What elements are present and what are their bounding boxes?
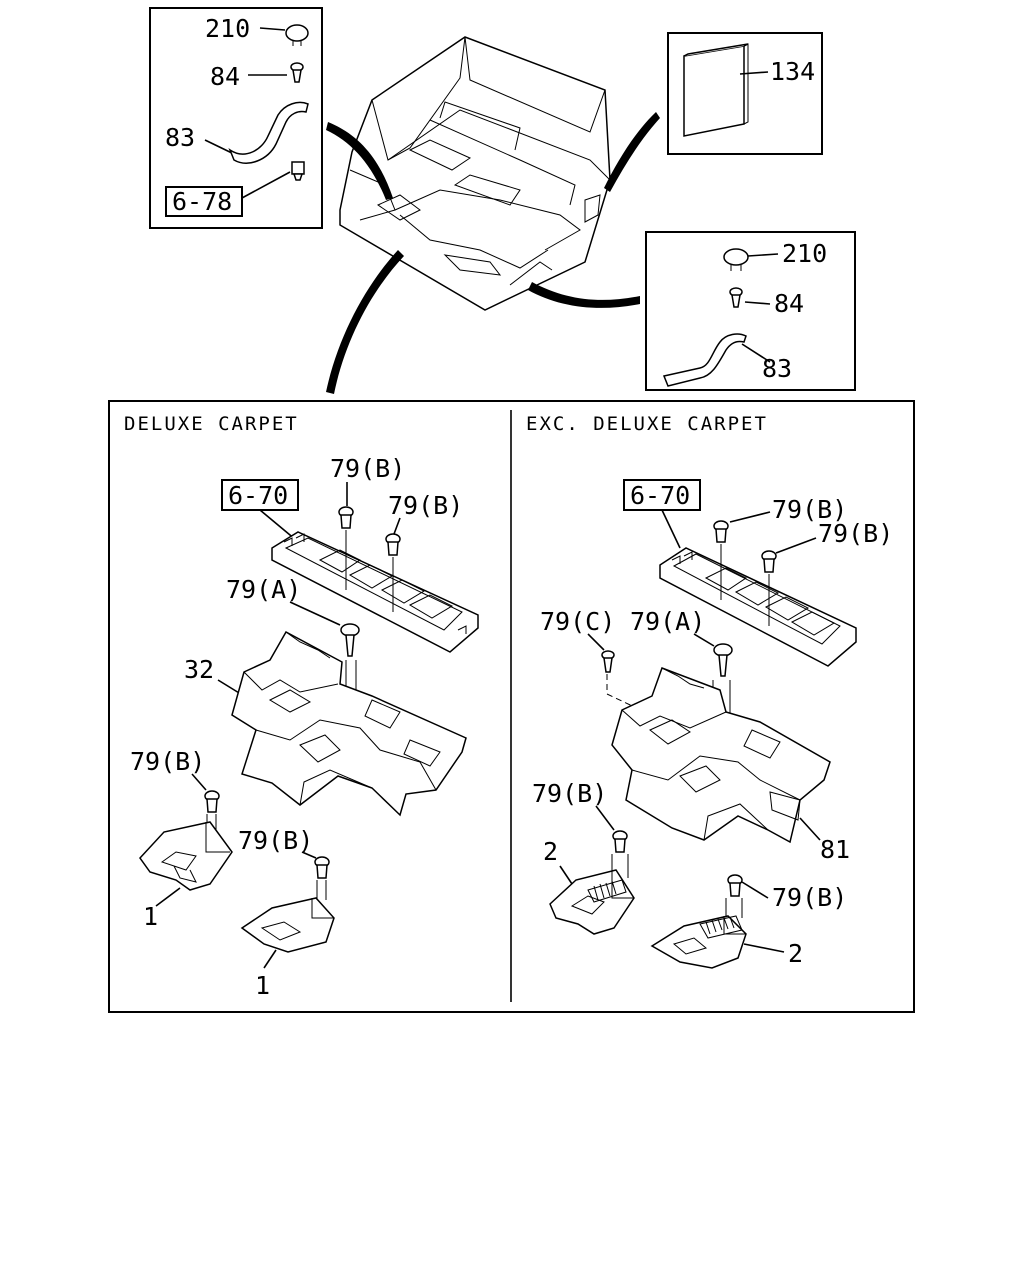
label-79b-4: 79(B) bbox=[772, 883, 847, 912]
label-6-70: 6-70 bbox=[228, 481, 288, 510]
screw-79a-icon bbox=[713, 643, 733, 677]
label-83: 83 bbox=[762, 354, 792, 383]
label-79b-2: 79(B) bbox=[388, 491, 463, 520]
label-2-rear: 2 bbox=[788, 939, 803, 968]
label-210: 210 bbox=[205, 14, 250, 43]
label-2-front: 2 bbox=[543, 837, 558, 866]
label-79b-1: 79(B) bbox=[772, 495, 847, 524]
rear-floor-mat-1 bbox=[240, 897, 335, 953]
screw-84-icon bbox=[290, 62, 304, 83]
inset-frame bbox=[667, 32, 823, 155]
panel-exc-deluxe-carpet: EXC. DELUXE CARPET 6-70 79(B) 79(B) 79(C… bbox=[526, 413, 893, 969]
bolt-79b-icon bbox=[338, 506, 354, 529]
label-6-70: 6-70 bbox=[630, 481, 690, 510]
cab-illustration bbox=[326, 36, 660, 394]
main-panel bbox=[108, 400, 915, 1013]
screw-79a-icon bbox=[340, 623, 360, 657]
console-tray bbox=[271, 531, 479, 653]
label-79a: 79(A) bbox=[630, 607, 705, 636]
bolt-79b-icon bbox=[612, 830, 628, 853]
clip-210-icon bbox=[723, 248, 749, 271]
panel-heading: DELUXE CARPET bbox=[124, 413, 299, 435]
inset-top-right: 134 bbox=[667, 32, 823, 155]
bolt-79b-icon bbox=[314, 856, 330, 879]
screw-84-icon bbox=[729, 287, 743, 308]
screw-79c-icon bbox=[601, 650, 615, 673]
label-81: 81 bbox=[820, 835, 850, 864]
bolt-79b-icon bbox=[713, 520, 729, 543]
bracket-83-icon bbox=[662, 333, 747, 387]
bolt-79b-icon bbox=[204, 790, 220, 813]
leader-arc-lower-right bbox=[528, 282, 640, 308]
label-79b-4: 79(B) bbox=[238, 826, 313, 855]
bracket-83-icon bbox=[228, 101, 309, 164]
label-83: 83 bbox=[165, 123, 195, 152]
inset-frame bbox=[645, 231, 856, 391]
front-floor-mat-1 bbox=[139, 821, 233, 891]
floor-carpet-32 bbox=[231, 630, 467, 817]
label-32: 32 bbox=[184, 655, 214, 684]
clip-210-icon bbox=[285, 24, 309, 46]
panel-deluxe-carpet: DELUXE CARPET 6-70 79(B) 79(B) bbox=[124, 413, 479, 1000]
console-tray bbox=[659, 547, 857, 667]
label-79b-3: 79(B) bbox=[532, 779, 607, 808]
label-79a: 79(A) bbox=[226, 575, 301, 604]
label-1-rear: 1 bbox=[255, 971, 270, 1000]
leader-arc-lower bbox=[326, 250, 404, 394]
label-79c: 79(C) bbox=[540, 607, 615, 636]
inset-top-left: 210 84 83 6-78 bbox=[149, 7, 323, 229]
leader-arc-left bbox=[326, 122, 393, 200]
bolt-79b-icon bbox=[761, 550, 777, 573]
front-floor-mat-2 bbox=[549, 869, 635, 935]
bolt-79b-icon bbox=[727, 874, 743, 897]
inset-frame bbox=[149, 7, 323, 229]
manual-134-icon bbox=[683, 43, 749, 137]
rear-floor-mat-2 bbox=[650, 915, 747, 969]
label-1-front: 1 bbox=[143, 902, 158, 931]
label-84: 84 bbox=[210, 62, 240, 91]
label-6-78: 6-78 bbox=[172, 187, 232, 216]
label-79b-1: 79(B) bbox=[330, 454, 405, 483]
bolt-79b-icon bbox=[385, 533, 401, 556]
clip-nut-icon bbox=[291, 161, 305, 181]
panel-heading: EXC. DELUXE CARPET bbox=[526, 413, 768, 435]
label-210: 210 bbox=[782, 239, 827, 268]
main-panel-frame bbox=[108, 400, 915, 1013]
floor-carpet-81 bbox=[611, 667, 831, 844]
ref-box-6-78 bbox=[165, 186, 243, 217]
inset-right: 210 84 83 bbox=[645, 231, 856, 391]
label-79b-2: 79(B) bbox=[818, 519, 893, 548]
label-134: 134 bbox=[770, 57, 815, 86]
leader-arc-right bbox=[604, 112, 660, 192]
label-84: 84 bbox=[774, 289, 804, 318]
label-79b-3: 79(B) bbox=[130, 747, 205, 776]
